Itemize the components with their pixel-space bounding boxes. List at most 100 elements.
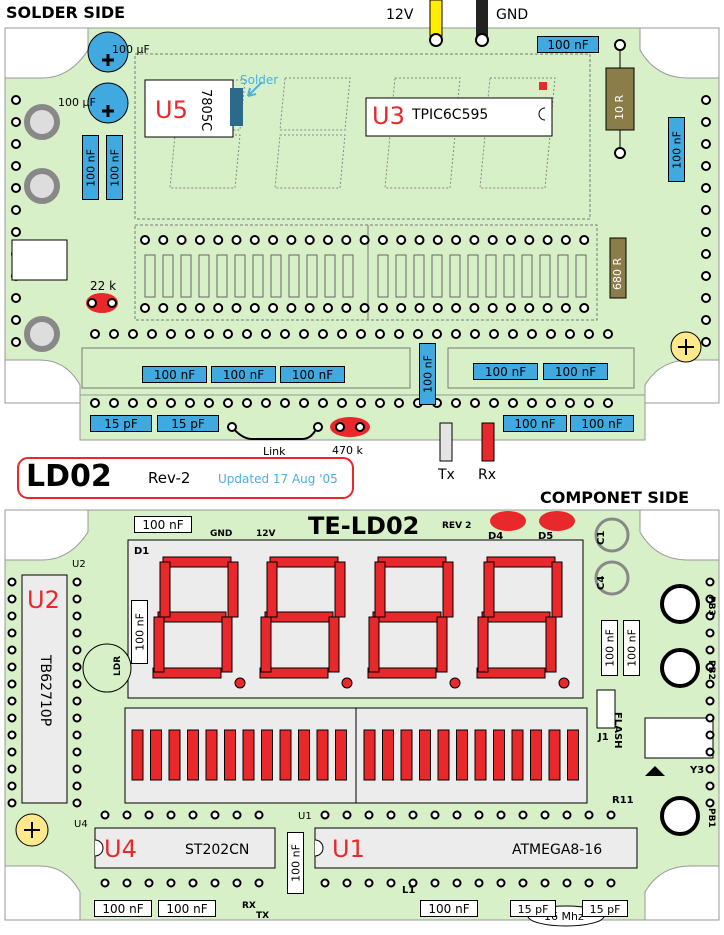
solder-pad (560, 303, 571, 313)
component-pad (386, 810, 396, 820)
solder-pad (565, 329, 575, 339)
bar-segment (261, 729, 273, 781)
component-pad (584, 810, 594, 820)
solder-pad (359, 303, 370, 313)
digit-segment (368, 616, 380, 673)
component-pad (122, 878, 132, 888)
component-pad (705, 781, 715, 791)
digit-segment (328, 616, 340, 673)
cap-100nf: 100 nF (420, 900, 478, 917)
solder-pad (213, 303, 224, 313)
component-pad (408, 878, 418, 888)
u5-part: 7805C (198, 89, 213, 132)
solder-pad (158, 235, 169, 245)
component-side-heading: COMPONET SIDE (540, 488, 690, 507)
component-pad (408, 810, 418, 820)
solder-pad (204, 329, 214, 339)
cap-100nf-vertical: 100 nF (419, 343, 436, 405)
bar-segment (150, 729, 162, 781)
cap-100uf-a: 100 µF (112, 43, 150, 56)
solder-pad (318, 329, 328, 339)
solder-pad (451, 329, 461, 339)
solder-pad (11, 183, 21, 193)
digit-segment (266, 561, 278, 618)
solder-pad (147, 398, 157, 408)
solder-pad (579, 303, 590, 313)
pb1-label: PB1 (706, 808, 716, 828)
solder-pad (158, 303, 169, 313)
decimal-point (449, 677, 461, 689)
solder-pad (140, 303, 150, 313)
solder-pad (524, 303, 535, 313)
solder-pad (140, 235, 150, 245)
solder-note: Solder (240, 73, 279, 87)
digit-segment (377, 556, 447, 568)
solder-pad (701, 227, 711, 237)
y3-label: Y3 (690, 765, 705, 776)
solder-pad (701, 117, 711, 127)
cap-100nf-vertical: 100 nF (668, 117, 685, 182)
cap-100nf: 100 nF (503, 415, 567, 432)
solder-pad (356, 398, 366, 408)
board-title: LD02 (26, 459, 112, 494)
solder-pad (546, 329, 556, 339)
solder-pad (584, 329, 594, 339)
solder-pad (542, 235, 553, 245)
component-pad (364, 810, 374, 820)
solder-pad (414, 235, 425, 245)
component-pad (584, 878, 594, 888)
board-rev: REV 2 (442, 521, 472, 531)
rx-pin-label: RX (242, 901, 256, 911)
r470k-label: 470 k (332, 444, 363, 457)
solder-pad (11, 117, 21, 127)
component-pad (7, 594, 17, 604)
rx-label: Rx (478, 467, 497, 483)
solder-pad (268, 303, 279, 313)
component-pad (705, 628, 715, 638)
component-pad (72, 696, 82, 706)
solder-pad (304, 303, 315, 313)
solder-pad (396, 303, 407, 313)
cap-100nf: 100 nF (158, 900, 216, 917)
bar-segment (279, 729, 292, 781)
cap-100nf: 100 nF (142, 366, 207, 383)
solder-pad (337, 329, 347, 339)
solder-pad (242, 398, 252, 408)
digit-segment (545, 616, 557, 673)
solder-pad (356, 329, 366, 339)
solder-pad (546, 398, 556, 408)
decimal-point (558, 677, 570, 689)
solder-pad (242, 329, 252, 339)
cap-100nf: 100 nF (134, 516, 192, 533)
cap-15pf: 15 pF (90, 415, 152, 432)
component-pad (342, 878, 352, 888)
solder-pad (701, 183, 711, 193)
u4-ref: U4 (74, 819, 88, 830)
solder-pad (701, 205, 711, 215)
component-pad (430, 810, 440, 820)
component-pad (72, 713, 82, 723)
solder-pad (109, 329, 119, 339)
component-pad (7, 730, 17, 740)
component-pad (166, 878, 176, 888)
bar-segment (187, 729, 199, 781)
cap-100nf-vertical: 100 nF (106, 135, 123, 200)
component-pad (7, 798, 17, 808)
cap-100nf: 100 nF (537, 36, 599, 53)
ldr-label: LDR (113, 655, 123, 676)
cap-100nf-vertical: 100 nF (287, 832, 304, 894)
solder-pad (341, 235, 352, 245)
c1-label: C1 (596, 530, 607, 545)
digit-segment (334, 561, 346, 618)
cap-15pf: 15 pF (157, 415, 219, 432)
solder-pad (304, 235, 315, 245)
cap-100nf: 100 nF (543, 363, 608, 380)
r10-label: 10 R (613, 94, 626, 120)
component-pad (540, 810, 550, 820)
r22k-label: 22 k (90, 279, 117, 293)
bar-segment (316, 729, 329, 781)
bar-segment (205, 729, 218, 781)
bar-segment (530, 729, 542, 781)
solder-pad (223, 329, 233, 339)
revision: Rev-2 (148, 469, 191, 487)
